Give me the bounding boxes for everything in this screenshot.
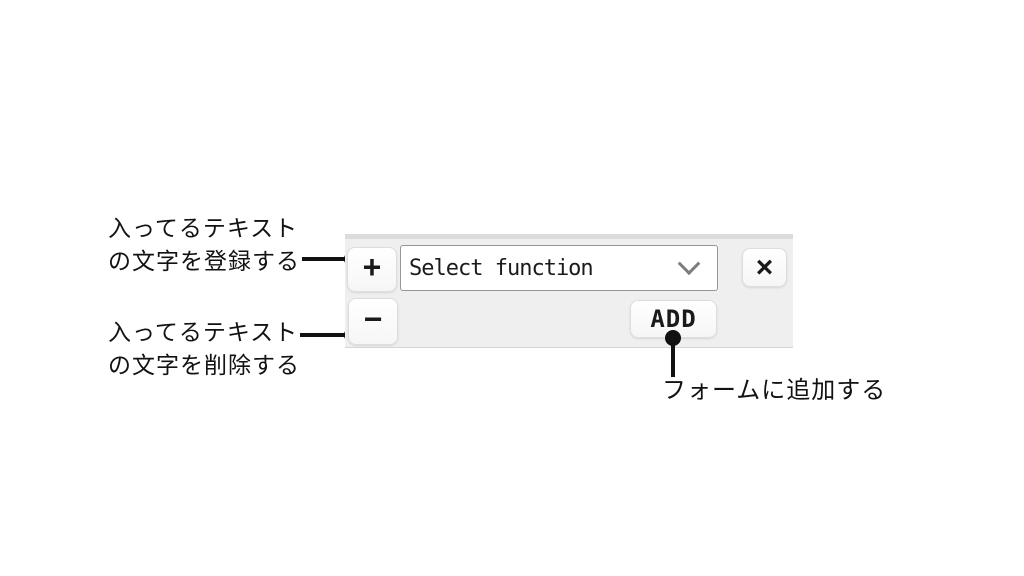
annotation-register-line1: 入ってるテキスト	[108, 215, 299, 241]
close-icon: ×	[755, 250, 774, 284]
connector-delete-line	[300, 333, 352, 337]
add-button-label: ADD	[650, 305, 697, 333]
delete-text-button[interactable]: −	[348, 298, 398, 345]
plus-icon: +	[362, 249, 382, 285]
connector-register-line	[302, 257, 352, 261]
annotation-delete-line2: の文字を削除する	[108, 352, 300, 378]
function-widget-panel: + Select function × − ADD	[345, 234, 793, 348]
annotation-delete-text: 入ってるテキスト の文字を削除する	[108, 316, 300, 382]
annotation-register-text: 入ってるテキスト の文字を登録する	[108, 212, 300, 278]
minus-icon: −	[363, 301, 383, 337]
function-select-value: Select function	[409, 255, 594, 281]
chevron-down-icon	[677, 252, 701, 276]
close-button[interactable]: ×	[742, 248, 787, 287]
add-to-form-button[interactable]: ADD	[630, 300, 717, 338]
annotation-register-line2: の文字を登録する	[108, 248, 300, 274]
annotation-addform-line1: フォームに追加する	[662, 377, 887, 404]
connector-addform-dot	[665, 330, 681, 346]
annotation-addform-text: フォームに追加する	[662, 374, 886, 407]
connector-addform-line	[671, 337, 675, 377]
function-select-dropdown[interactable]: Select function	[400, 245, 718, 291]
register-text-button[interactable]: +	[347, 247, 397, 292]
annotation-delete-line1: 入ってるテキスト	[108, 319, 299, 345]
